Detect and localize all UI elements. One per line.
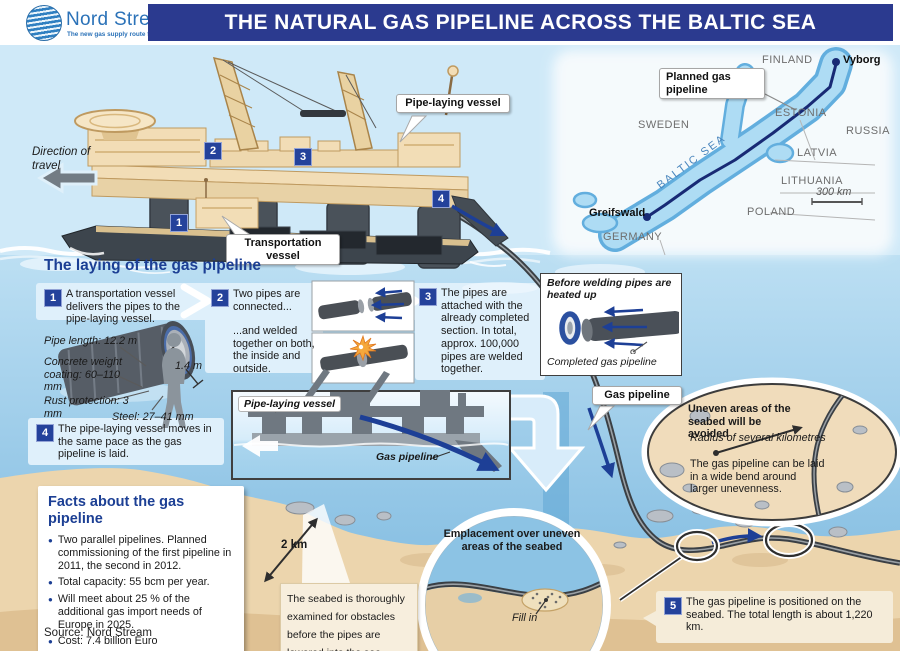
transportation-vessel-label: Transportation vessel bbox=[226, 234, 340, 266]
fact-text: Total capacity: 55 bcm per year. bbox=[57, 576, 210, 589]
badge4-arrow-icon bbox=[451, 204, 506, 236]
direction-arrow-icon bbox=[37, 162, 98, 194]
emplacement-title: Emplacement over uneven areas of the sea… bbox=[443, 528, 581, 553]
map-city-greifswald: Greifswald bbox=[589, 207, 646, 219]
step1-badge: 1 bbox=[44, 289, 62, 307]
map-scale-label: 300 km bbox=[816, 186, 852, 198]
welding-insets bbox=[311, 280, 415, 384]
emplacement-circle bbox=[417, 508, 611, 651]
uneven-text: The gas pipeline can be laid in a wide b… bbox=[690, 458, 825, 496]
map-label-poland: POLAND bbox=[747, 206, 796, 218]
scene-badge-4: 4 bbox=[432, 190, 450, 208]
gas-pipeline-label: Gas pipeline bbox=[592, 386, 682, 405]
welding-title: Before welding pipes are heated up bbox=[547, 277, 672, 302]
step4-text: The pipe-laying vessel moves in the same… bbox=[58, 423, 212, 461]
step5-text: The gas pipeline is positioned on the se… bbox=[686, 596, 873, 634]
scene-badge-2: 2 bbox=[204, 142, 222, 160]
pipeline-markers bbox=[618, 515, 815, 602]
laying-direction-arrow-icon bbox=[490, 394, 586, 493]
map-label-estonia: ESTONIA bbox=[775, 107, 827, 119]
spec-pipe-length: Pipe length: 12.2 m bbox=[44, 335, 138, 347]
step3-text: The pipes are attached with the already … bbox=[441, 287, 530, 376]
spec-steel: Steel: 27–41 mm bbox=[112, 411, 194, 423]
inset-pipeline-label: Gas pipeline bbox=[376, 451, 439, 463]
uneven-areas-callout bbox=[641, 377, 900, 527]
spec-rust: Rust protection: 3 mm bbox=[44, 395, 129, 420]
pipelaying-vessel-label: Pipe-laying vessel bbox=[396, 94, 510, 113]
map-label-latvia: LATVIA bbox=[797, 147, 838, 159]
uneven-radius: Radius of several kilometres bbox=[690, 432, 826, 444]
nordstream-logo-icon bbox=[26, 5, 62, 41]
fill-in-label: Fill in bbox=[512, 612, 538, 624]
bullet-icon: ● bbox=[48, 536, 53, 546]
chevron-arrow-icon bbox=[180, 283, 212, 319]
uneven-title: Uneven areas of the seabed will be avoid… bbox=[688, 403, 791, 441]
map-label-finland: FINLAND bbox=[762, 54, 813, 66]
baltic-map bbox=[553, 47, 893, 256]
bullet-icon: ● bbox=[48, 637, 53, 647]
inset-pipeline-arrow-icon bbox=[359, 414, 500, 471]
depth-2km-label: 2 km bbox=[281, 539, 308, 551]
scene-badge-3: 3 bbox=[294, 148, 312, 166]
step2-text: Two pipes are connected... bbox=[233, 288, 301, 313]
crane-icon bbox=[212, 56, 346, 151]
fact-text: Cost: 7.4 billion Euro bbox=[57, 635, 158, 648]
welding-caption: Completed gas pipeline bbox=[547, 356, 657, 368]
fact-item: ● Two parallel pipelines. Planned commis… bbox=[48, 534, 234, 572]
page-title: THE NATURAL GAS PIPELINE ACROSS THE BALT… bbox=[224, 10, 817, 34]
title-banner: THE NATURAL GAS PIPELINE ACROSS THE BALT… bbox=[148, 4, 893, 41]
steps-band bbox=[28, 283, 545, 465]
inset-direction-arrow-icon bbox=[242, 435, 278, 457]
direction-of-travel-label: Direction of travel bbox=[32, 146, 91, 172]
depth-2km-arrow-icon bbox=[264, 517, 318, 583]
pipeline-descent-arrow-icon bbox=[587, 407, 615, 479]
weld-spark-icon bbox=[349, 334, 377, 362]
seabed-exam-text: The seabed is thoroughly examined for ob… bbox=[287, 593, 405, 651]
gas-pipeline-label-tail bbox=[587, 405, 616, 431]
spec-coating: Concrete weight coating: 60–110 mm bbox=[44, 356, 123, 394]
section-heading: The laying of the gas pipeline bbox=[44, 257, 262, 274]
pipelaying-platform-illustration bbox=[37, 56, 509, 274]
logo-tagline: The new gas supply route for Europe bbox=[67, 31, 180, 38]
fact-text: Two parallel pipelines. Planned commissi… bbox=[57, 534, 232, 572]
source-label: Source: Nord Stream bbox=[44, 627, 153, 639]
step5-panel bbox=[656, 591, 893, 643]
spec-diameter: 1.4 m bbox=[175, 360, 203, 372]
seabed-exam-box: The seabed is thoroughly examined for ob… bbox=[280, 583, 418, 651]
map-city-vyborg: Vyborg bbox=[843, 54, 881, 66]
pipe-cross-section bbox=[58, 321, 204, 428]
gas-pipeline-path bbox=[450, 209, 900, 566]
bullet-icon: ● bbox=[48, 595, 53, 605]
facts-title: Facts about the gas pipeline bbox=[48, 494, 185, 528]
welding-box: Before welding pipes are heated up Compl… bbox=[540, 273, 682, 376]
step1-text: A transportation vessel delivers the pip… bbox=[66, 288, 181, 326]
scene-badge-1: 1 bbox=[170, 214, 188, 232]
step2-badge: 2 bbox=[211, 289, 229, 307]
map-callout-planned-pipeline: Planned gas pipeline bbox=[659, 68, 765, 100]
fact-text: Will meet about 25 % of the additional g… bbox=[57, 593, 202, 631]
map-label-russia: RUSSIA bbox=[846, 125, 890, 137]
step5-badge: 5 bbox=[664, 597, 682, 615]
fact-item: ● Will meet about 25 % of the additional… bbox=[48, 593, 234, 631]
map-label-lithuania: LITHUANIA bbox=[781, 175, 843, 187]
facts-box: Facts about the gas pipeline ● Two paral… bbox=[38, 486, 244, 651]
welding-graphic bbox=[559, 306, 679, 354]
bullet-icon: ● bbox=[48, 578, 53, 588]
map-label-sweden: SWEDEN bbox=[638, 119, 690, 131]
map-label-germany: GERMANY bbox=[603, 231, 663, 243]
step5-tail bbox=[643, 611, 656, 626]
fact-item: ● Total capacity: 55 bcm per year. bbox=[48, 576, 234, 589]
header: Nord Stream The new gas supply route for… bbox=[0, 0, 900, 45]
step4-badge: 4 bbox=[36, 424, 54, 442]
step2-text2: ...and welded together on both, the insi… bbox=[233, 325, 315, 376]
human-silhouette bbox=[162, 333, 186, 428]
inset-vessel-label: Pipe-laying vessel bbox=[238, 396, 342, 412]
crane-icon bbox=[337, 71, 377, 151]
step3-badge: 3 bbox=[419, 288, 437, 306]
fact-item: ● Cost: 7.4 billion Euro bbox=[48, 635, 234, 648]
